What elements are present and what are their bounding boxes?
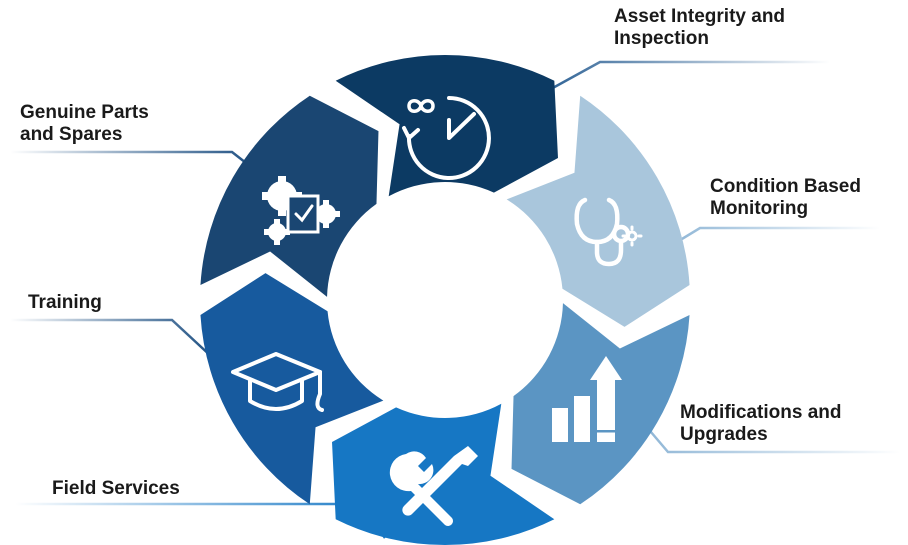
leader-asset-integrity — [539, 60, 830, 97]
wrench-screwdriver-icon — [389, 446, 478, 527]
leader-field-services — [15, 502, 387, 539]
leader-condition-monitoring — [671, 226, 880, 247]
gears-clipboard-icon — [262, 176, 340, 245]
clock-infinity-icon — [402, 96, 491, 180]
label-field-services: Field Services — [52, 478, 180, 499]
cycle-ring — [200, 55, 690, 545]
leader-training — [10, 318, 214, 359]
graduation-cap-icon — [231, 352, 324, 412]
segment-asset-integrity — [335, 55, 558, 197]
segment-training — [200, 273, 384, 505]
label-training: Training — [28, 292, 102, 313]
stethoscope-gear-icon — [574, 197, 643, 267]
segment-condition-monitoring — [506, 95, 690, 327]
leader-modifications — [644, 424, 900, 454]
leader-genuine-parts — [10, 150, 256, 171]
bar-chart-arrow-icon — [552, 356, 622, 442]
